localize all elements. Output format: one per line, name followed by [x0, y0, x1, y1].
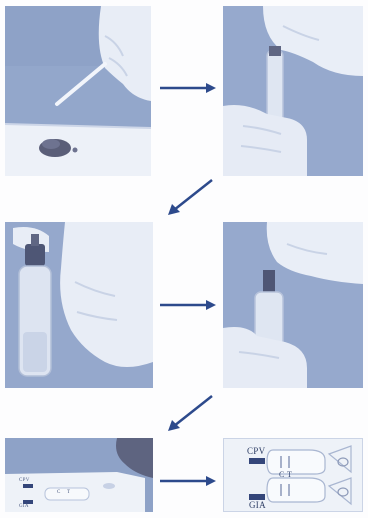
cassette-cpv-label: CPV	[247, 446, 265, 456]
step-2-photo	[223, 6, 363, 176]
cassette-c-line: C	[279, 470, 285, 479]
cassette-small-t-line: T	[67, 490, 70, 495]
cassette-gia-label: GIA	[249, 500, 266, 510]
cassette-small-gia-label: GIA	[19, 504, 29, 509]
arrow-down-left-1	[166, 180, 212, 216]
cassette-small-cpv-label: CPV	[19, 478, 30, 483]
step-3-photo	[5, 222, 153, 388]
cassette-small-c-line: C	[57, 490, 61, 495]
step-4-photo	[223, 222, 363, 388]
arrow-right-3	[160, 475, 216, 487]
arrow-down-left-2	[166, 396, 212, 432]
step-1-photo	[5, 6, 151, 176]
arrow-right-2	[160, 299, 216, 311]
arrow-right-1	[160, 82, 216, 94]
cassette-t-line: T	[287, 470, 292, 479]
step-6-photo: CPV GIA C T	[223, 438, 363, 512]
step-5-photo: CPV GIA C T	[5, 438, 153, 512]
